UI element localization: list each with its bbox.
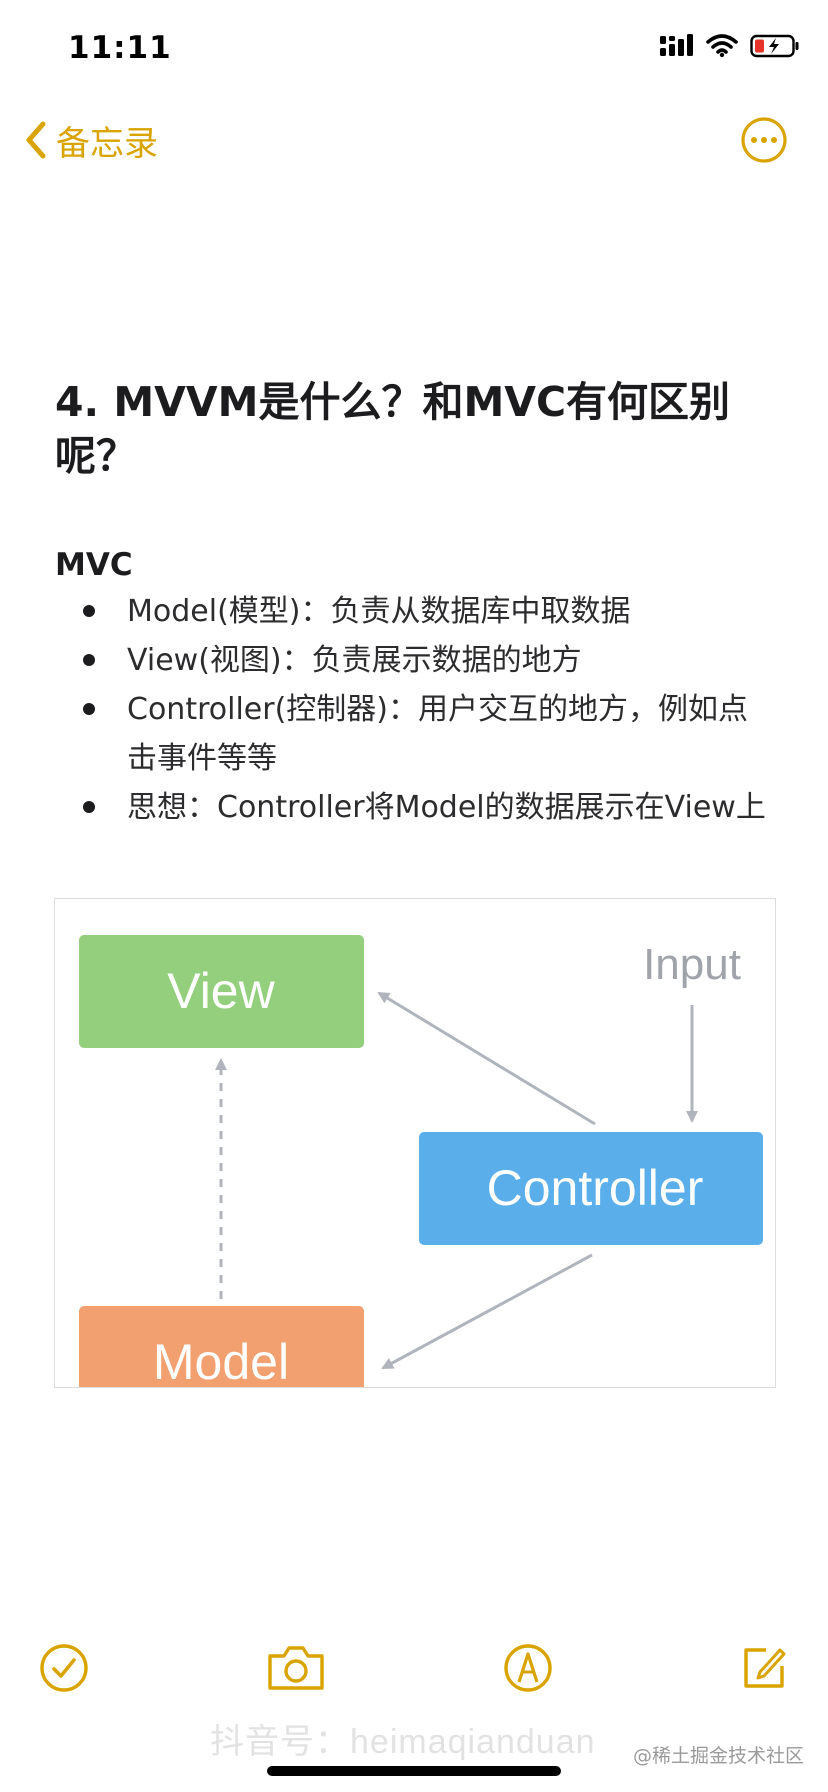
status-bar: 11:11 [0, 0, 828, 96]
battery-icon [750, 34, 799, 58]
home-indicator[interactable] [267, 1766, 561, 1776]
controller-to-model-arrow [381, 1253, 593, 1370]
bullet-dot [83, 654, 95, 666]
status-icons [660, 34, 800, 58]
note-title: 4. MVVM是什么？和MVC有何区别呢？ [55, 378, 731, 480]
chevron-left-icon [26, 121, 46, 159]
controller-box [419, 1132, 763, 1245]
model-box [79, 1306, 364, 1387]
nav-bar: 备忘录 [0, 110, 828, 170]
view-label: View [167, 963, 275, 1019]
controller-label: Controller [487, 1160, 704, 1216]
douyin-watermark: 抖音号：heimaqianduan [210, 1723, 596, 1761]
note-body[interactable]: 4. MVVM是什么？和MVC有何区别呢？ MVC Model(模型)：负责从数… [55, 375, 775, 832]
cellular-signal-icon [660, 34, 693, 56]
wifi-icon [706, 34, 738, 58]
list-item-text: Controller(控制器)：用户交互的地方，例如点击事件等等 [127, 692, 748, 776]
bullet-list: Model(模型)：负责从数据库中取数据 View(视图)：负责展示数据的地方 … [55, 587, 775, 832]
mvc-diagram: View Input Controller Model [79, 935, 763, 1387]
markup-icon[interactable] [500, 1640, 556, 1696]
list-item: 思想：Controller将Model的数据展示在View上 [55, 783, 775, 832]
input-label: Input [643, 940, 741, 989]
section-heading: MVC [55, 547, 133, 583]
more-options-icon[interactable] [740, 116, 788, 164]
controller-to-view-arrow [377, 991, 596, 1126]
list-item-text: View(视图)：负责展示数据的地方 [127, 643, 582, 678]
checklist-icon[interactable] [36, 1640, 92, 1696]
bullet-dot [83, 605, 95, 617]
list-item: Controller(控制器)：用户交互的地方，例如点击事件等等 [55, 685, 775, 783]
back-button[interactable]: 备忘录 [24, 110, 158, 170]
status-time: 11:11 [68, 30, 172, 66]
compose-icon[interactable] [736, 1640, 792, 1696]
bullet-dot [83, 703, 95, 715]
list-item: View(视图)：负责展示数据的地方 [55, 636, 775, 685]
bullet-dot [83, 801, 95, 813]
mvc-diagram-image[interactable]: View Input Controller Model [54, 898, 776, 1388]
list-item-text: 思想：Controller将Model的数据展示在View上 [127, 790, 766, 825]
list-item-text: Model(模型)：负责从数据库中取数据 [127, 594, 631, 629]
view-box [79, 935, 364, 1048]
back-label: 备忘录 [56, 123, 158, 164]
list-item: Model(模型)：负责从数据库中取数据 [55, 587, 775, 636]
model-label: Model [153, 1334, 289, 1387]
bottom-toolbar [0, 1640, 828, 1720]
juejin-watermark: @稀土掘金技术社区 [632, 1745, 804, 1767]
camera-icon[interactable] [264, 1640, 328, 1696]
